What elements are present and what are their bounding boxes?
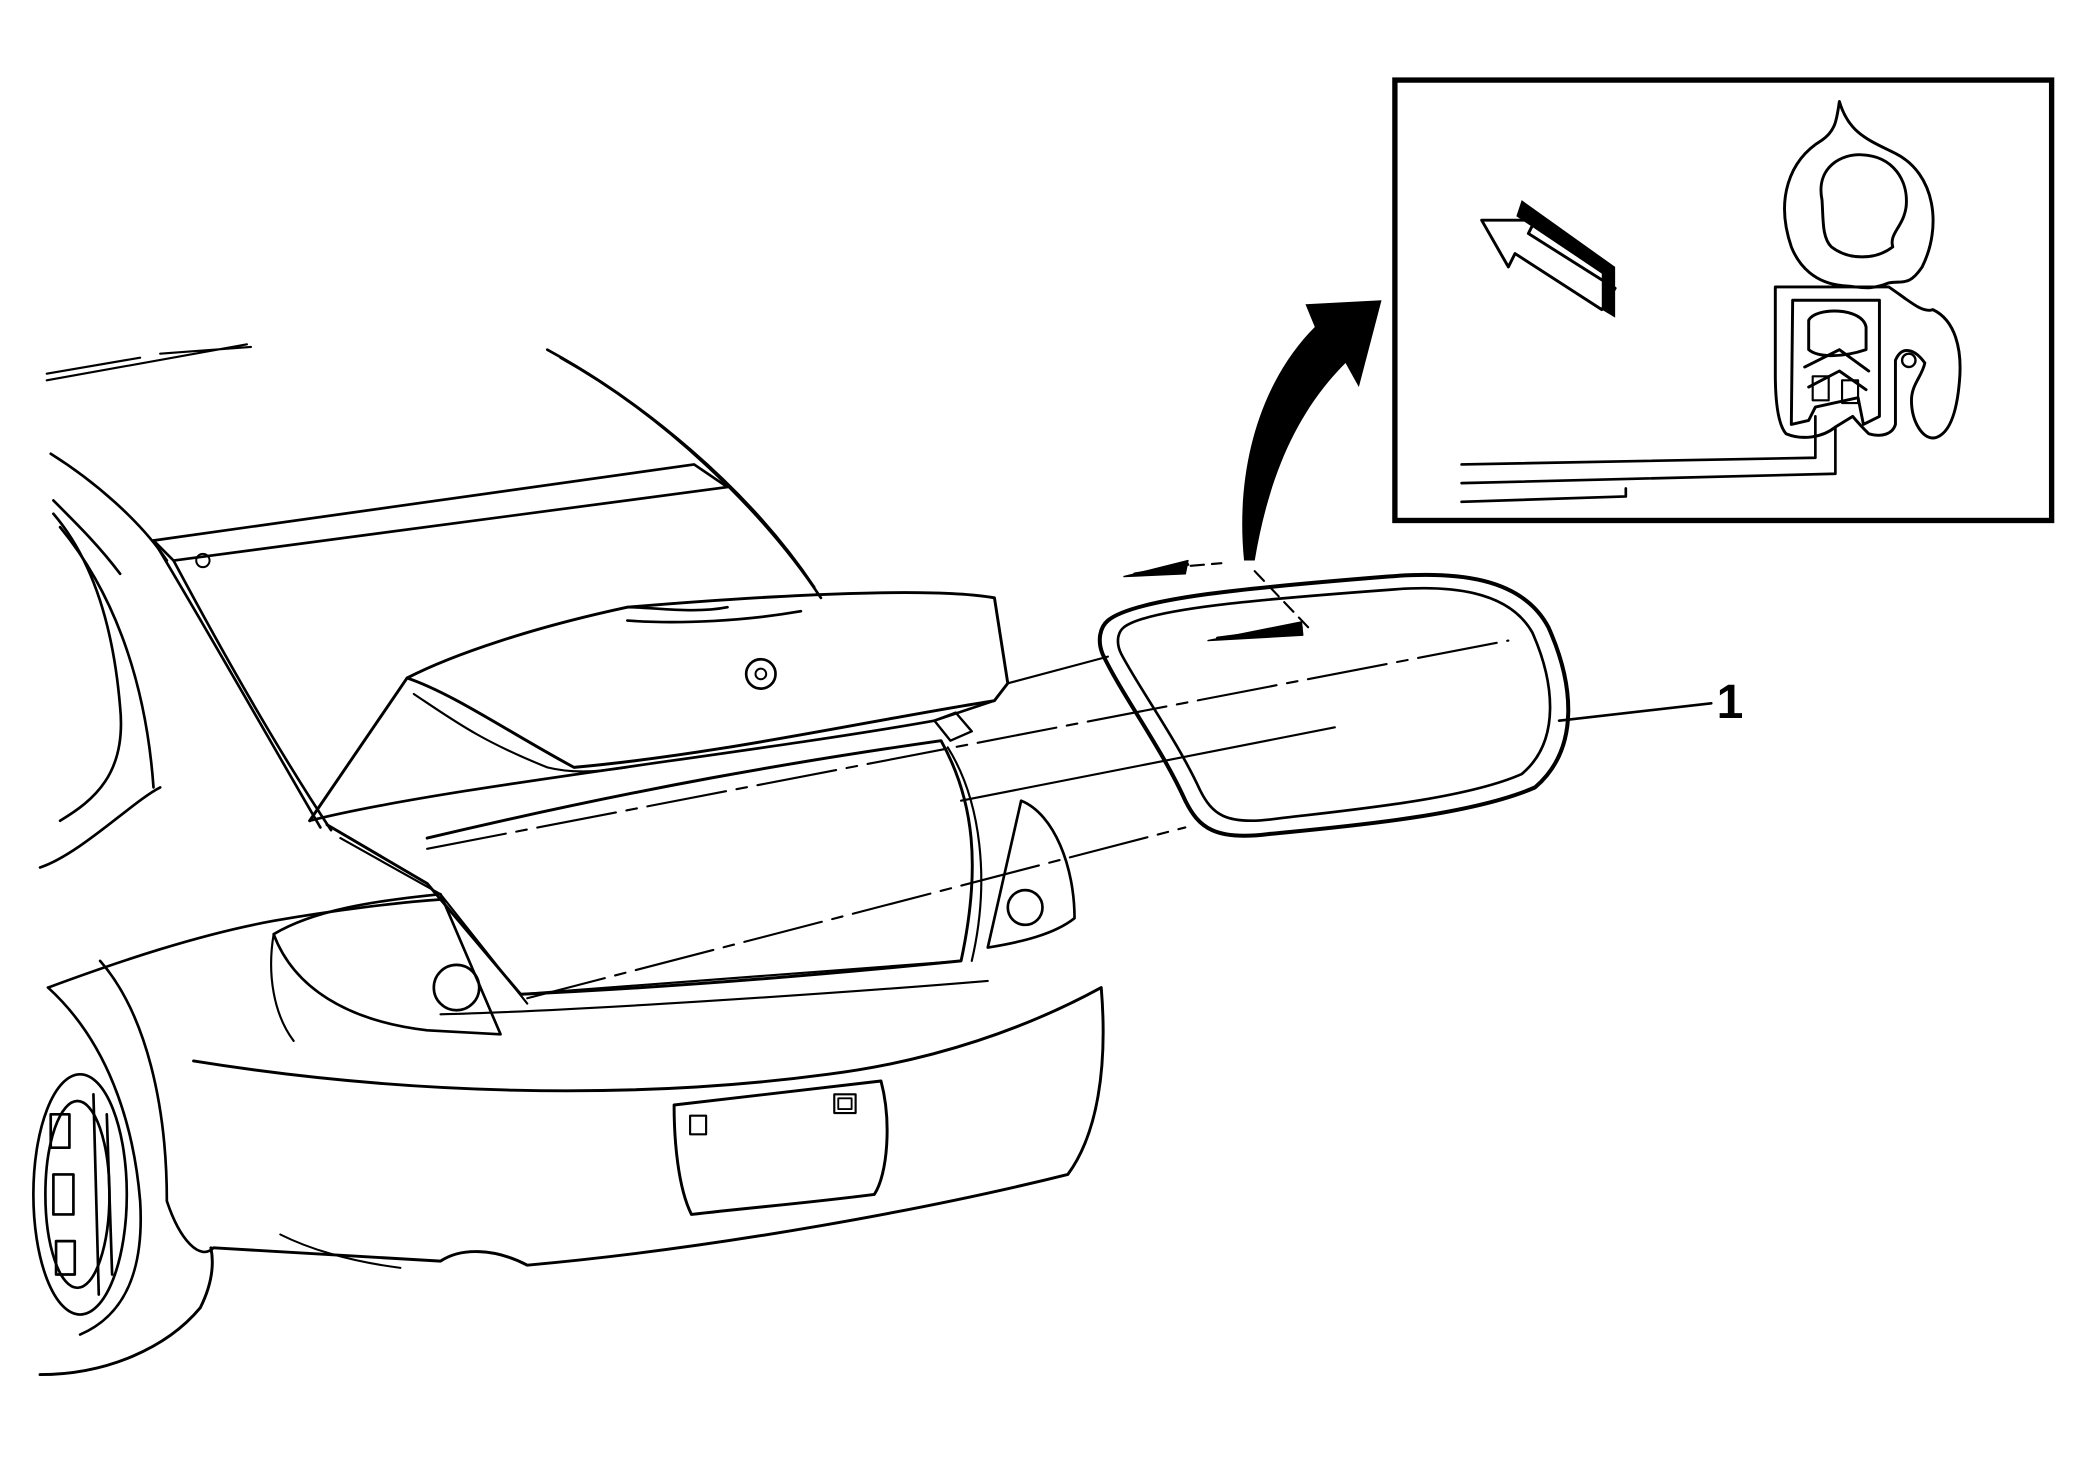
tail-lamp-left-lens [432,963,481,1012]
phantom-line-lower [526,826,1187,1000]
leader-dashed [1189,562,1310,629]
inset-install-arrow-shadow [1516,200,1616,318]
plate-lamp-right [833,1093,857,1115]
lock-cylinder-inner [754,667,768,681]
weatherstrip-inner [1116,586,1552,823]
rear-tire [38,1246,214,1377]
phantom-line-upper [426,639,1510,850]
window-clip [195,552,211,569]
seal-pin [1900,352,1917,369]
arrow-left-head [1123,559,1189,578]
quarter-panel [38,786,442,989]
lock-cylinder [744,657,777,690]
deck-lid-inner-fold [412,692,629,773]
wheel-arch [46,986,143,1336]
trunk-hinge [933,711,973,742]
weatherstrip [1097,572,1571,838]
seal-flange [1773,285,1962,440]
direction-arrows [1123,559,1310,642]
tail-lamp-right [986,799,1076,949]
pinch-weld-upper [1460,415,1817,466]
callout-label-1: 1 [1717,676,1744,729]
pinch-weld [1460,415,1837,504]
seal-bulb-hole [1819,153,1908,259]
plate-lamp-right-detail [837,1097,853,1110]
rear-window-top-rail [152,463,729,562]
pinch-weld-middle [1460,425,1837,485]
license-plate-pocket [672,1079,889,1216]
tail-lamp-left [272,892,502,1036]
roof-line [45,343,253,382]
tail-lamp-right-lens [1006,888,1044,927]
trunk-opening [325,739,974,996]
bumper-side [98,959,215,1254]
seal-clips [1811,375,1860,405]
body-side-lower [52,512,123,823]
c-pillar [49,452,169,789]
detail-inset [1392,77,2055,524]
callout-leader-line [1557,701,1713,722]
pinch-weld-lower [1460,487,1628,504]
deck-lid-spoiler [626,605,803,624]
bumper-lower-crease [279,1233,402,1269]
inset-frame [1392,77,2055,524]
phantom-line-mid [960,726,1336,802]
arrow-right-head [1207,621,1304,642]
rear-window-left-post [152,539,333,832]
curved-pointer-arrow [1242,300,1382,561]
alignment-lines [426,639,1510,1000]
seal-cross-section [1773,99,1962,440]
plate-lamp-left [689,1114,708,1136]
rear-window-right-edge [545,348,823,600]
vehicle-rear [32,343,1105,1377]
trunk-opening-inner [339,746,983,1005]
weatherstrip-outer [1097,572,1571,838]
bumper-upper-line [270,933,989,1043]
phantom-line-top [1006,655,1109,685]
rear-bumper [192,986,1105,1267]
wheel-rim [32,1072,129,1316]
